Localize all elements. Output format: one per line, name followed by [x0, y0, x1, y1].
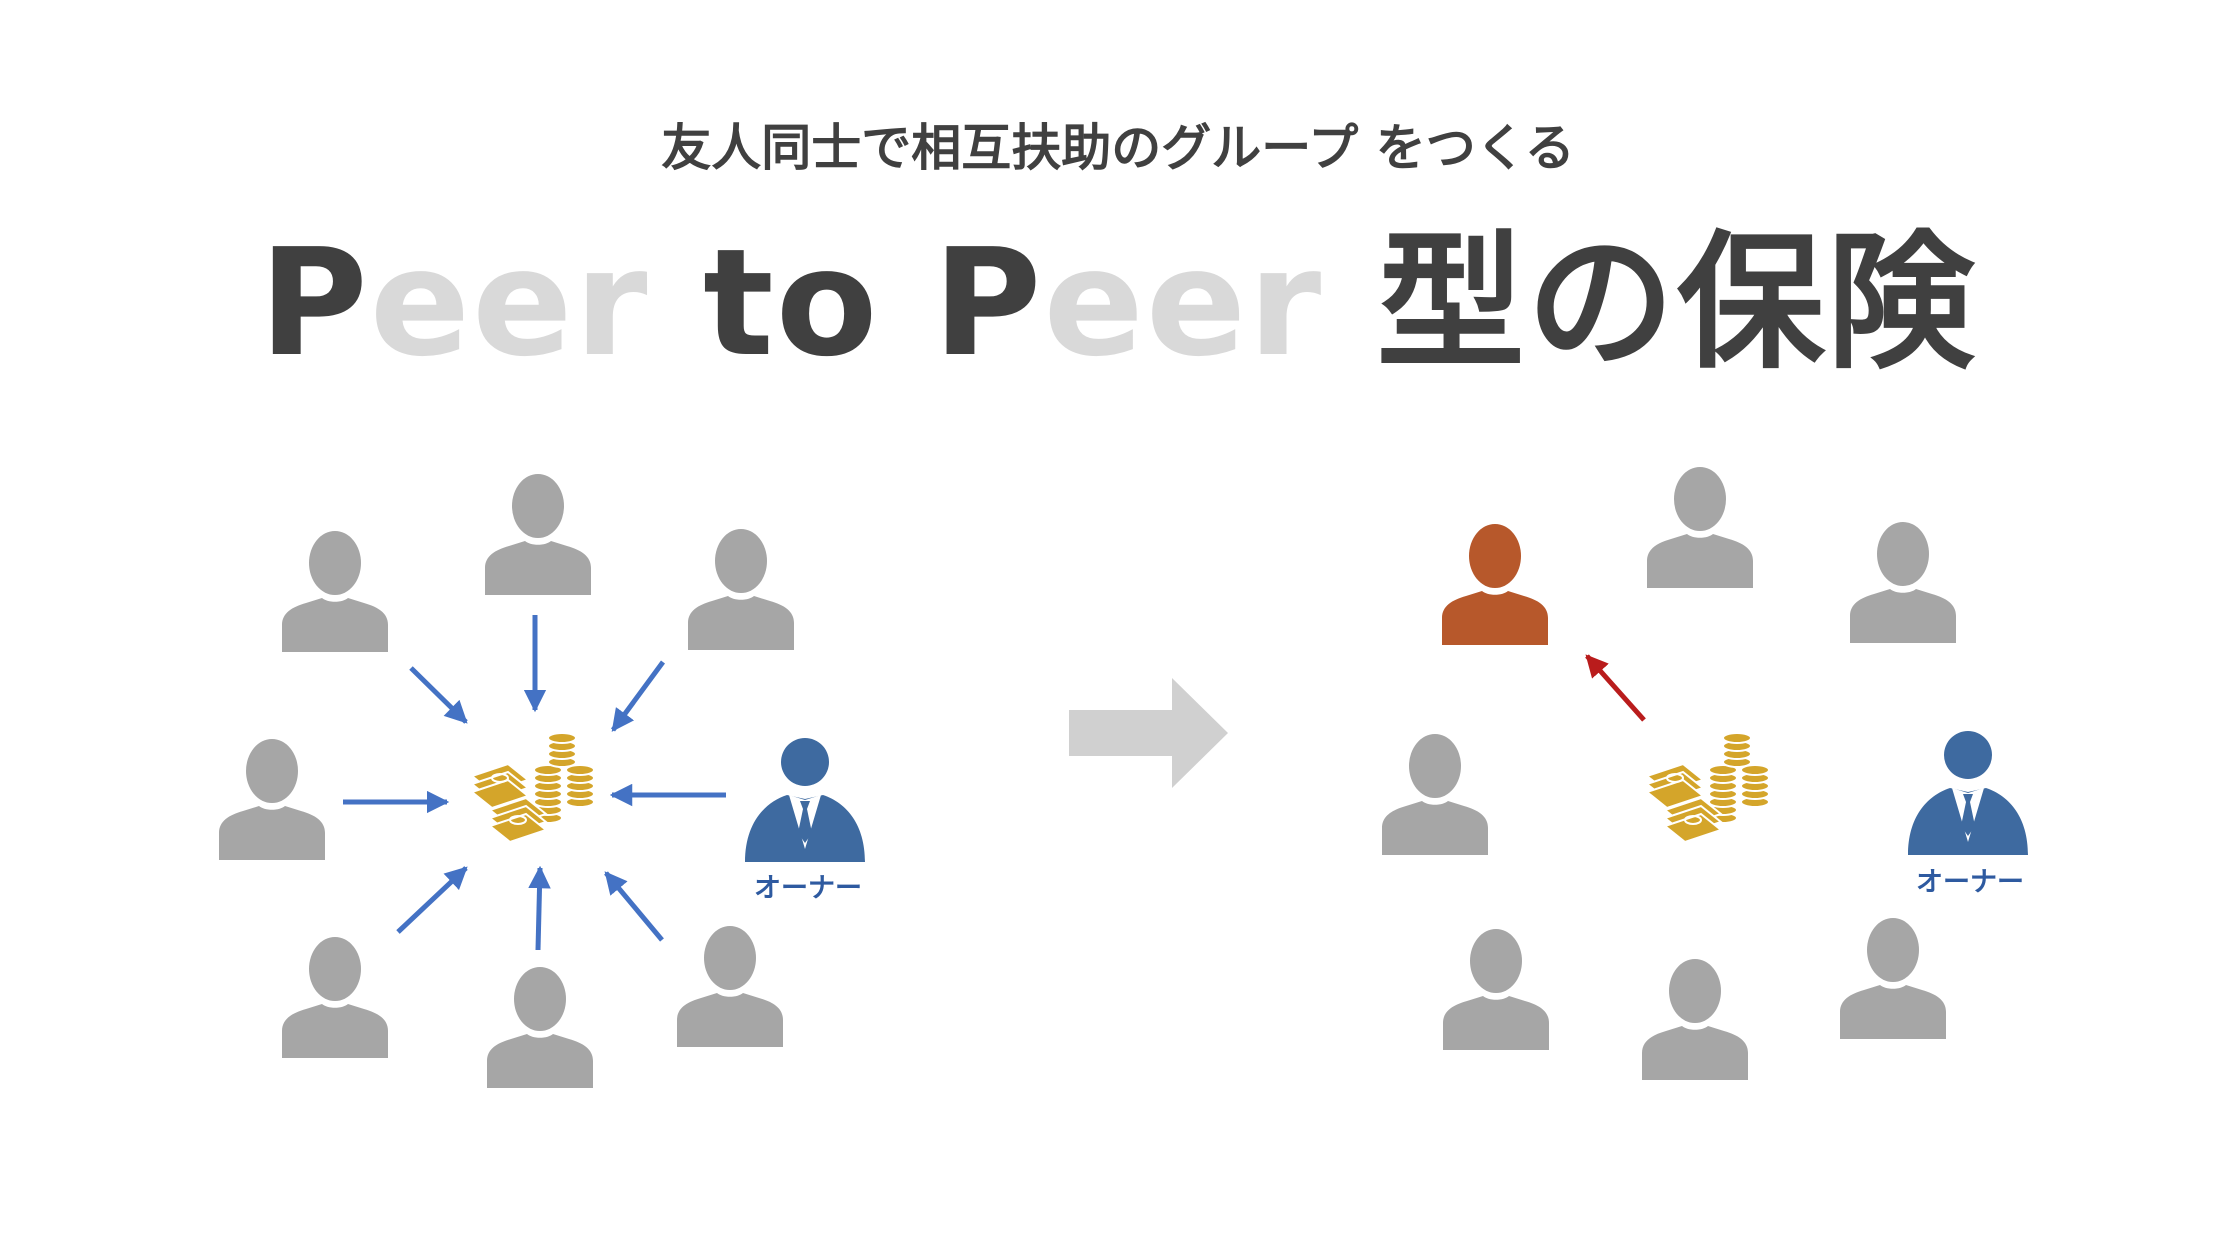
person-icon — [1443, 929, 1549, 1050]
contribution-arrows — [343, 615, 726, 951]
person-icon — [677, 926, 783, 1047]
person-icon — [688, 529, 794, 650]
title-eer-1: eer — [369, 217, 650, 389]
person-icon-highlight — [1442, 524, 1548, 645]
arrow-right-icon — [1069, 678, 1228, 788]
money-icon — [471, 732, 595, 843]
person-icon — [1642, 959, 1748, 1080]
person-icon — [219, 739, 325, 860]
money-icon — [1646, 732, 1770, 843]
title-to: to — [649, 217, 933, 389]
title-eer-2: eer — [1043, 217, 1324, 389]
person-icon — [1850, 522, 1956, 643]
person-icon — [282, 531, 388, 652]
person-icon — [485, 474, 591, 595]
person-icon — [1840, 918, 1946, 1039]
title-p1: P — [259, 217, 370, 389]
title-p2: P — [932, 217, 1044, 389]
person-icon — [282, 937, 388, 1058]
payout-arrow — [1585, 654, 1646, 722]
person-icon — [1647, 467, 1753, 588]
owner-icon — [1908, 731, 2028, 855]
owner-icon — [745, 738, 865, 862]
person-icon — [487, 967, 593, 1088]
page-title: Peer to Peer 型の保険 — [0, 182, 2236, 397]
person-icon — [1382, 734, 1488, 855]
owner-label-left: オーナー — [754, 873, 862, 904]
title-jp: 型の保険 — [1323, 217, 1977, 389]
owner-label-right: オーナー — [1916, 867, 2024, 898]
subtitle: 友人同士で相互扶助のグループ をつくる — [661, 119, 1575, 177]
